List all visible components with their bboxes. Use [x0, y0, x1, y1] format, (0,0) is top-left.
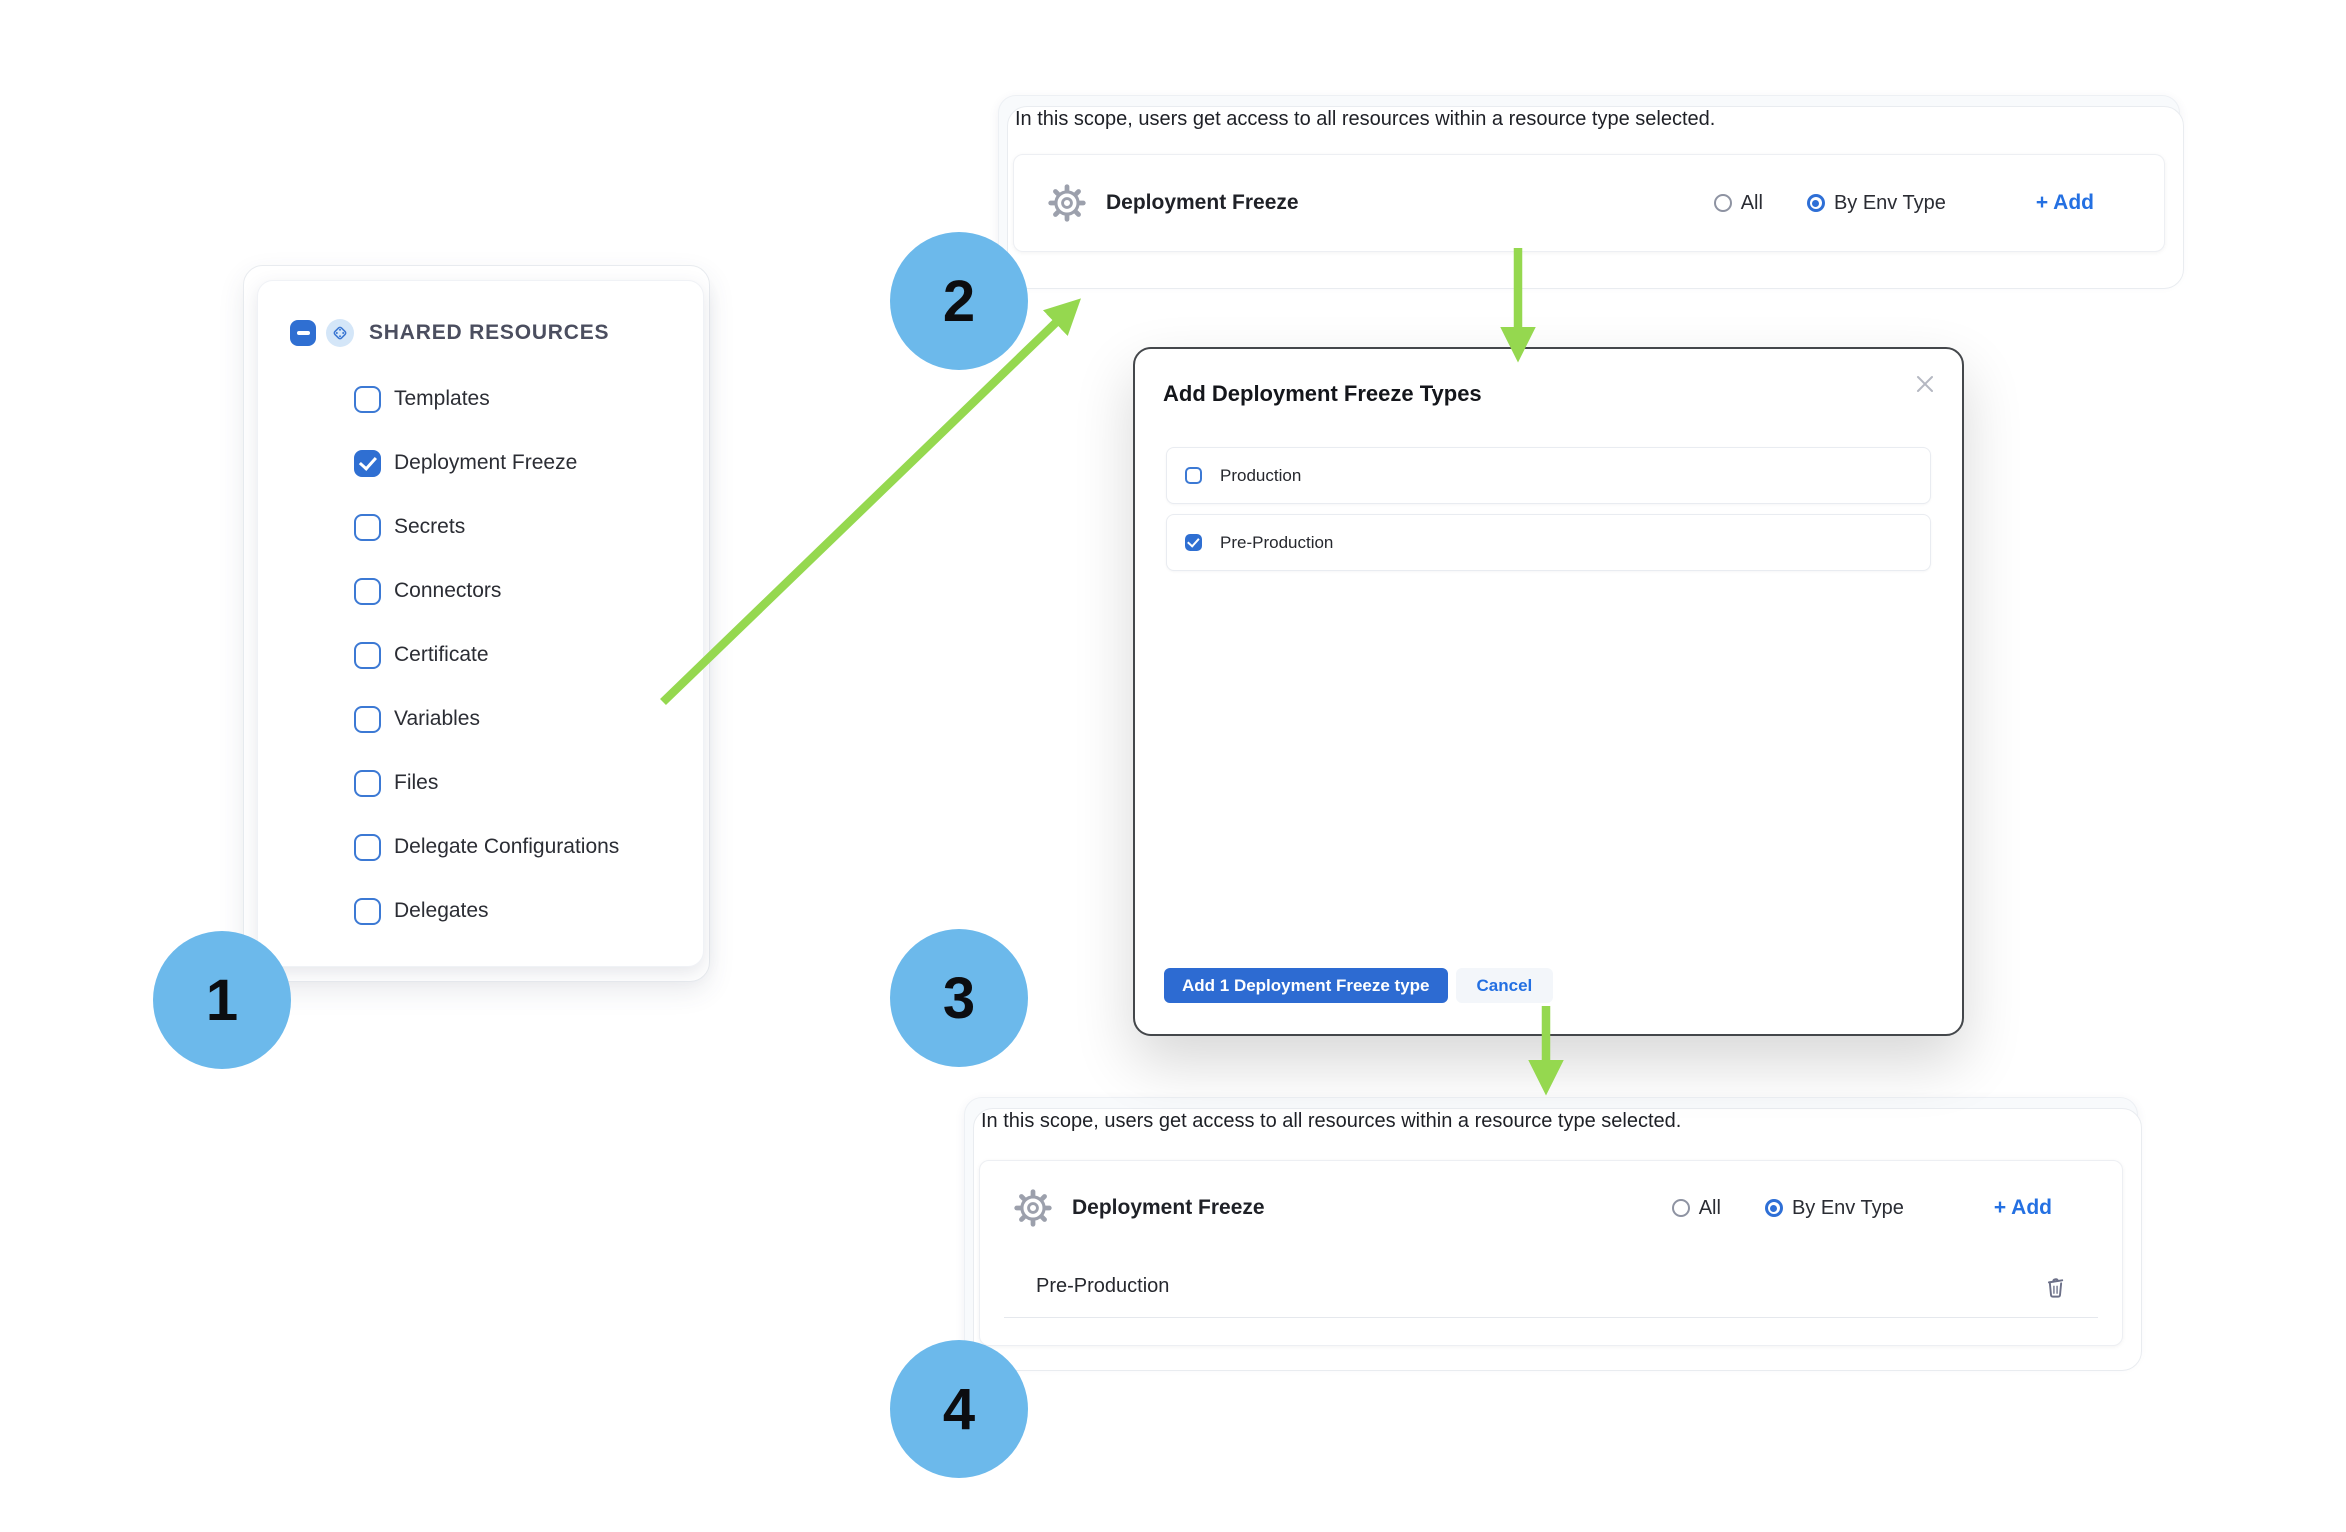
- selected-type-row: Pre-Production: [980, 1255, 2122, 1317]
- add-freeze-type-button[interactable]: Add 1 Deployment Freeze type: [1164, 968, 1448, 1003]
- list-item[interactable]: Delegates: [354, 879, 703, 943]
- item-label: Deployment Freeze: [394, 451, 578, 474]
- resource-type-label: Deployment Freeze: [1072, 1196, 1265, 1219]
- add-link[interactable]: + Add: [1993, 1196, 2052, 1219]
- checkbox-certificate[interactable]: [354, 641, 381, 669]
- item-label: Certificate: [394, 643, 489, 666]
- resource-checklist: Templates Deployment Freeze Secrets Conn…: [258, 367, 703, 943]
- checkbox-pre-production[interactable]: [1185, 534, 1202, 551]
- env-type-row-production[interactable]: Production: [1166, 447, 1931, 504]
- modal-footer: Add 1 Deployment Freeze type Cancel: [1164, 968, 1554, 1003]
- gear-icon: [1048, 184, 1086, 222]
- deployment-freeze-row: Deployment Freeze All By Env Type + Add: [980, 1161, 2122, 1255]
- radio-option-all[interactable]: All: [1713, 191, 1763, 215]
- scope-panel-bottom: In this scope, users get access to all r…: [964, 1097, 2142, 1371]
- checkbox-files[interactable]: [354, 769, 381, 797]
- list-item[interactable]: Deployment Freeze: [354, 431, 703, 495]
- list-item[interactable]: Connectors: [354, 559, 703, 623]
- checkbox-production[interactable]: [1185, 467, 1202, 484]
- add-link[interactable]: + Add: [2035, 191, 2094, 214]
- shared-resources-panel: SHARED RESOURCES Templates Deployment Fr…: [243, 265, 710, 982]
- scope-radio-group: All By Env Type: [1713, 191, 1946, 215]
- collapse-button[interactable]: [290, 320, 316, 346]
- checkbox-connectors[interactable]: [354, 577, 381, 605]
- item-label: Templates: [394, 387, 490, 410]
- checkbox-delegate-configurations[interactable]: [354, 833, 381, 861]
- shared-resources-icon: [326, 319, 354, 347]
- list-item[interactable]: Variables: [354, 687, 703, 751]
- item-label: Variables: [394, 707, 480, 730]
- step-number: 1: [205, 967, 239, 1033]
- radio-all[interactable]: [1671, 1199, 1690, 1217]
- trash-icon: [2047, 1277, 2063, 1298]
- checkbox-deployment-freeze[interactable]: [354, 449, 381, 477]
- minus-icon: [296, 331, 310, 335]
- env-type-row-pre-production[interactable]: Pre-Production: [1166, 514, 1931, 571]
- list-item[interactable]: Secrets: [354, 495, 703, 559]
- row-divider: [1004, 1317, 2098, 1318]
- item-label: Delegates: [394, 899, 489, 922]
- radio-option-by-env-type[interactable]: By Env Type: [1806, 191, 1946, 215]
- checkbox-secrets[interactable]: [354, 513, 381, 541]
- step-number: 4: [942, 1376, 976, 1442]
- checkbox-templates[interactable]: [354, 385, 381, 413]
- radio-label: All: [1740, 191, 1763, 214]
- selected-type-label: Pre-Production: [1036, 1274, 1170, 1297]
- radio-by-env-type[interactable]: [1764, 1199, 1783, 1217]
- radio-option-all[interactable]: All: [1671, 1196, 1721, 1220]
- list-item[interactable]: Delegate Configurations: [354, 815, 703, 879]
- radio-all[interactable]: [1713, 194, 1732, 212]
- scope-description: In this scope, users get access to all r…: [981, 1110, 1682, 1132]
- step-badge-1: 1: [153, 931, 291, 1069]
- env-type-label: Production: [1220, 465, 1302, 485]
- scope-description: In this scope, users get access to all r…: [1015, 108, 1716, 130]
- modal-title: Add Deployment Freeze Types: [1163, 381, 1482, 406]
- radio-option-by-env-type[interactable]: By Env Type: [1764, 1196, 1904, 1220]
- step-number: 2: [942, 268, 976, 334]
- resource-type-label: Deployment Freeze: [1106, 191, 1299, 214]
- env-type-options: Production Pre-Production: [1166, 447, 1931, 571]
- scope-radio-group: All By Env Type: [1671, 1196, 1904, 1220]
- item-label: Secrets: [394, 515, 466, 538]
- close-icon[interactable]: [1912, 371, 1938, 397]
- resource-type-card: Deployment Freeze All By Env Type + Add …: [979, 1160, 2123, 1346]
- list-item[interactable]: Templates: [354, 367, 703, 431]
- add-deployment-freeze-types-modal: Add Deployment Freeze Types Production P…: [1133, 347, 1964, 1036]
- gear-icon: [1014, 1189, 1052, 1227]
- radio-label: All: [1698, 1196, 1721, 1219]
- list-item[interactable]: Files: [354, 751, 703, 815]
- item-label: Delegate Configurations: [394, 835, 620, 858]
- arrow-tree-to-top-panel: [660, 298, 1081, 706]
- radio-label: By Env Type: [1833, 191, 1946, 214]
- tree-header: SHARED RESOURCES: [290, 319, 703, 347]
- item-label: Files: [394, 771, 439, 794]
- step-badge-4: 4: [890, 1340, 1028, 1478]
- cancel-button[interactable]: Cancel: [1455, 968, 1554, 1003]
- panel-front-card: SHARED RESOURCES Templates Deployment Fr…: [257, 280, 704, 967]
- resource-type-card: Deployment Freeze All By Env Type + Add: [1013, 154, 2165, 252]
- deployment-freeze-row: Deployment Freeze All By Env Type + Add: [1014, 155, 2164, 251]
- radio-label: By Env Type: [1791, 1196, 1904, 1219]
- delete-type-button[interactable]: [2040, 1271, 2070, 1301]
- step-number: 3: [942, 965, 976, 1031]
- radio-by-env-type[interactable]: [1806, 194, 1825, 212]
- scope-panel-top: In this scope, users get access to all r…: [998, 95, 2184, 289]
- tree-title: SHARED RESOURCES: [369, 321, 610, 344]
- step-badge-3: 3: [890, 929, 1028, 1067]
- checkbox-delegates[interactable]: [354, 897, 381, 925]
- step-badge-2: 2: [890, 232, 1028, 370]
- checkbox-variables[interactable]: [354, 705, 381, 733]
- item-label: Connectors: [394, 579, 502, 602]
- list-item[interactable]: Certificate: [354, 623, 703, 687]
- env-type-label: Pre-Production: [1220, 532, 1334, 552]
